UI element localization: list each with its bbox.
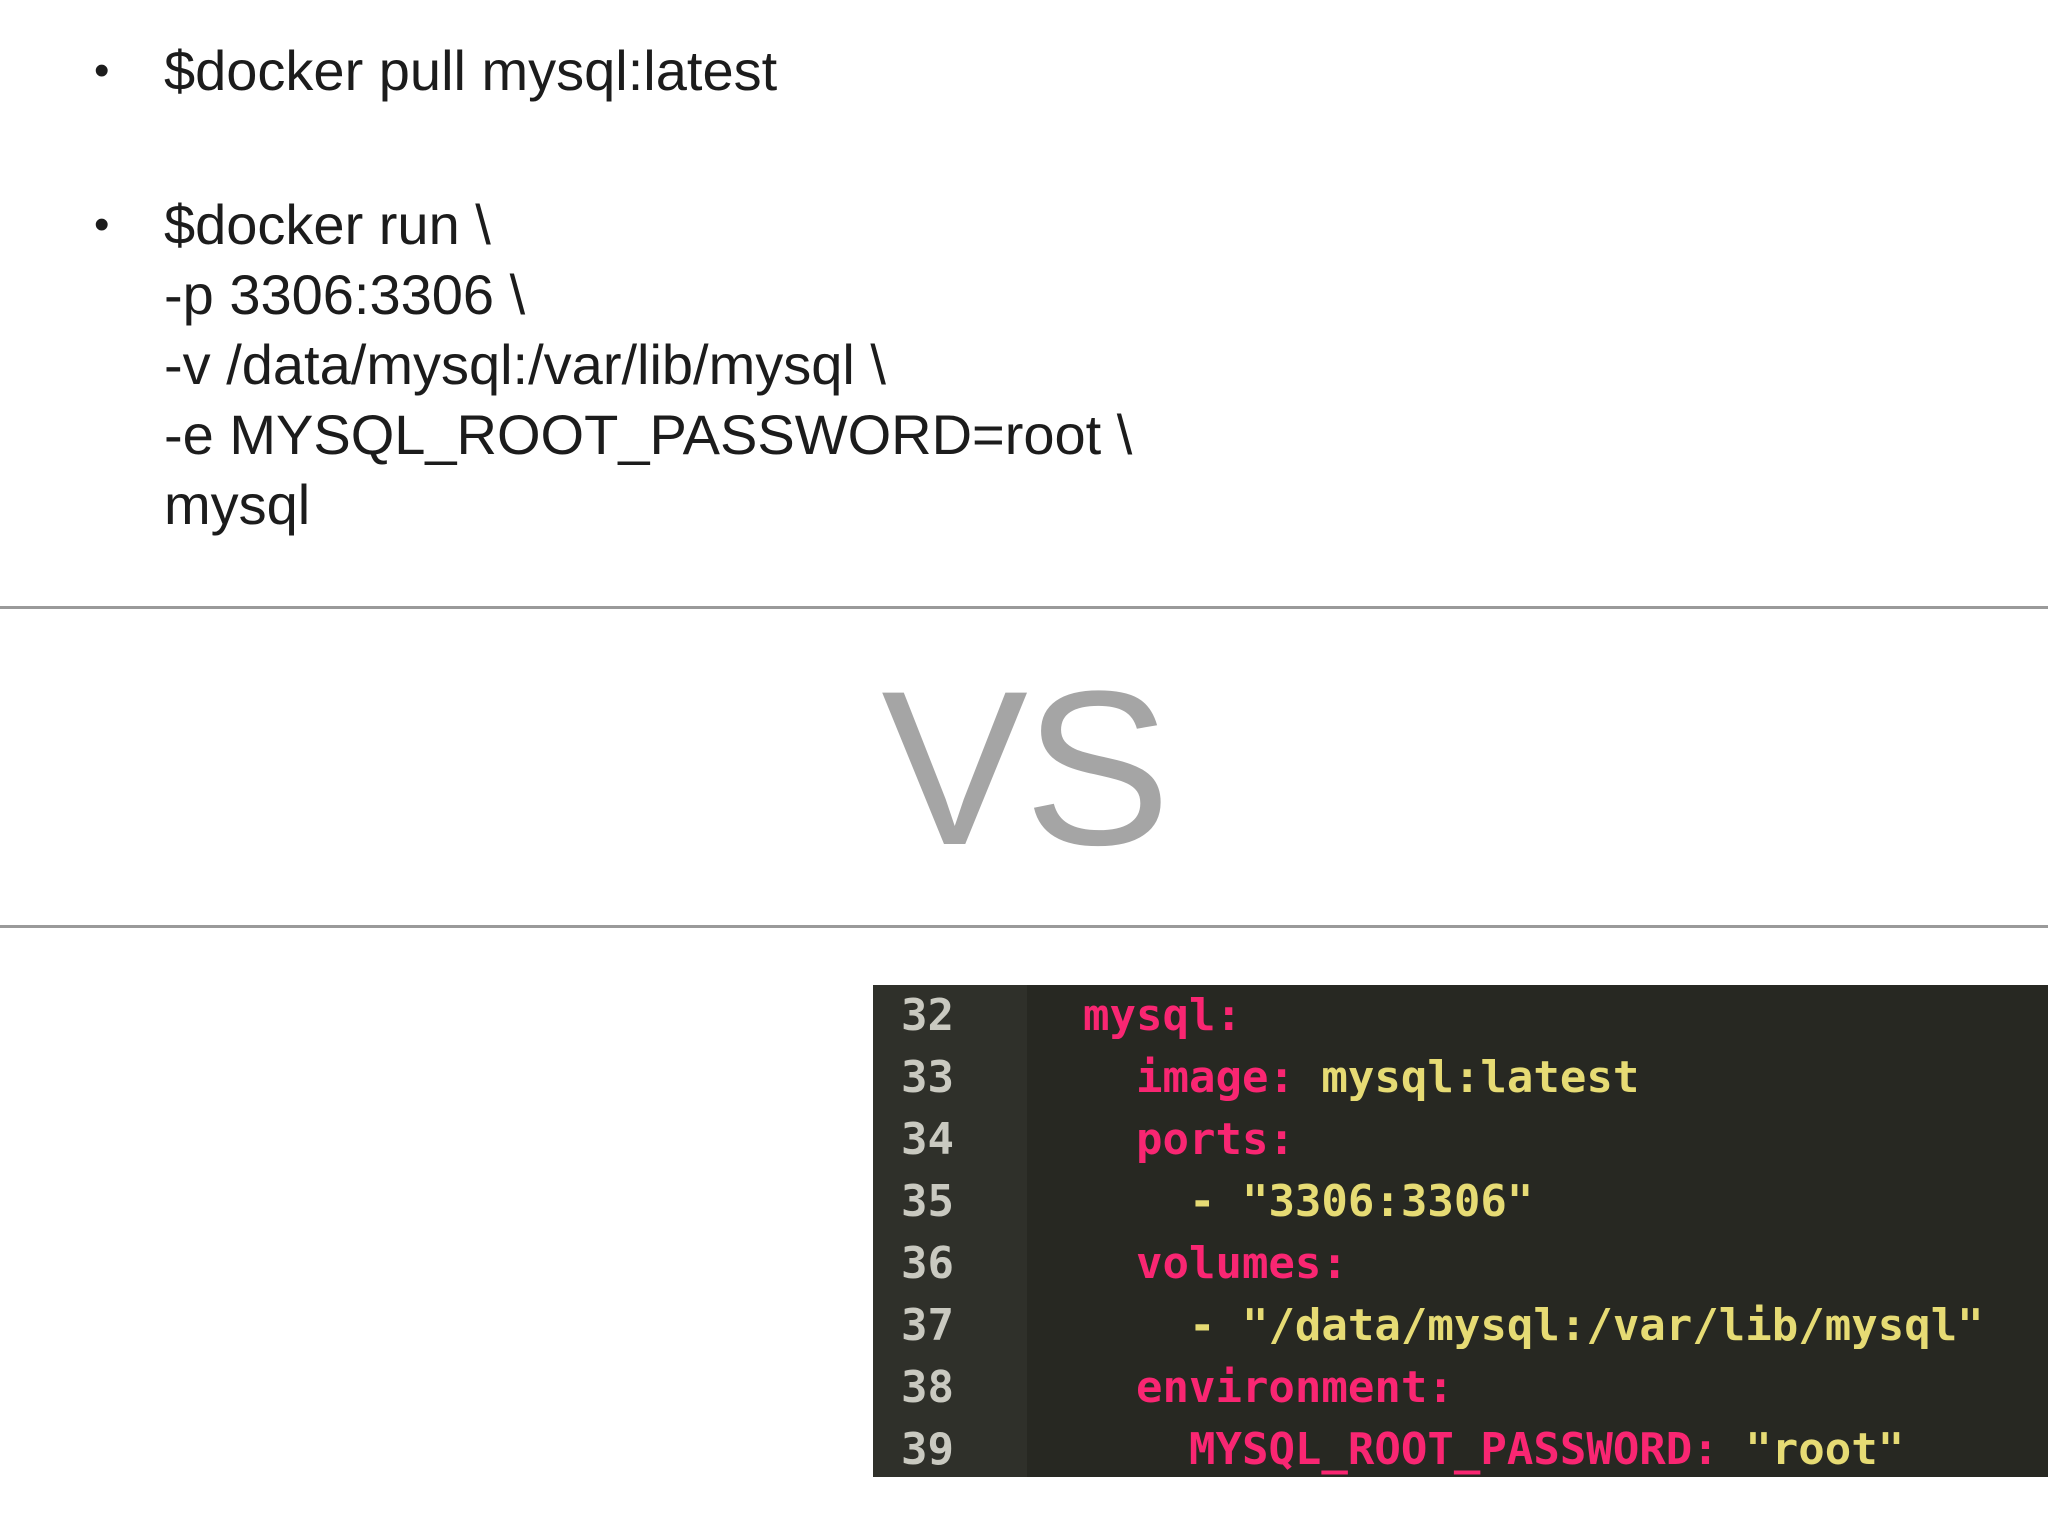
code-line: 35 - "3306:3306": [873, 1171, 2048, 1233]
code-indent: [1083, 1176, 1189, 1227]
code-line: 37 - "/data/mysql:/var/lib/mysql": [873, 1295, 2048, 1357]
yaml-key: mysql:: [1083, 990, 1242, 1041]
line-number: 37: [901, 1300, 954, 1351]
line-number: 33: [901, 1052, 954, 1103]
code-line: 32 mysql:: [873, 985, 2048, 1047]
divider-bottom: [0, 925, 2048, 928]
code-indent: [1083, 1362, 1136, 1413]
line-number: 36: [901, 1238, 954, 1289]
bullet-icon: •: [94, 200, 110, 249]
code-indent: [1083, 1114, 1136, 1165]
command-list: • $docker pull mysql:latest • $docker ru…: [92, 36, 1132, 540]
yaml-value: - "3306:3306": [1188, 1176, 1534, 1227]
code-text: volumes:: [1083, 1233, 1348, 1295]
code-line: 39 MYSQL_ROOT_PASSWORD: "root": [873, 1419, 2048, 1477]
code-text: - "/data/mysql:/var/lib/mysql": [1083, 1295, 1984, 1357]
line-number: 35: [901, 1176, 954, 1227]
list-item-run: • $docker run \ -p 3306:3306 \ -v /data/…: [92, 190, 1132, 540]
vs-label: VS: [881, 645, 1170, 891]
code-text: environment:: [1083, 1357, 1454, 1419]
bullet-icon: •: [94, 46, 110, 95]
yaml-value: - "/data/mysql:/var/lib/mysql": [1188, 1300, 1984, 1351]
code-line: 33 image: mysql:latest: [873, 1047, 2048, 1109]
yaml-value: mysql:latest: [1294, 1052, 1640, 1103]
yaml-value: "root": [1718, 1424, 1905, 1475]
code-line: 34 ports:: [873, 1109, 2048, 1171]
yaml-key: ports:: [1135, 1114, 1295, 1165]
command-line: mysql: [164, 473, 311, 536]
code-text: ports:: [1083, 1109, 1295, 1171]
yaml-key: MYSQL_ROOT_PASSWORD:: [1188, 1424, 1719, 1475]
line-number: 34: [901, 1114, 954, 1165]
command-line: -p 3306:3306 \: [164, 263, 526, 326]
command-line: $docker run \: [164, 193, 491, 256]
code-indent: [1083, 1424, 1189, 1475]
code-indent: [1083, 1300, 1189, 1351]
command-line: $docker pull mysql:latest: [164, 39, 778, 102]
line-number: 39: [901, 1424, 954, 1475]
line-number-gutter: [873, 985, 1027, 1477]
command-line: -v /data/mysql:/var/lib/mysql \: [164, 333, 886, 396]
code-line: 38 environment:: [873, 1357, 2048, 1419]
code-text: image: mysql:latest: [1083, 1047, 1639, 1109]
code-indent: [1083, 1238, 1136, 1289]
yaml-key: image:: [1135, 1052, 1295, 1103]
yaml-key: volumes:: [1135, 1238, 1348, 1289]
divider-top: [0, 606, 2048, 609]
list-item-pull: • $docker pull mysql:latest: [92, 36, 1132, 106]
command-line: -e MYSQL_ROOT_PASSWORD=root \: [164, 403, 1133, 466]
yaml-key: environment:: [1135, 1362, 1454, 1413]
line-number: 38: [901, 1362, 954, 1413]
code-text: - "3306:3306": [1083, 1171, 1533, 1233]
code-indent: [1083, 1052, 1136, 1103]
code-text: mysql:: [1083, 985, 1242, 1047]
line-number: 32: [901, 990, 954, 1041]
code-line: 36 volumes:: [873, 1233, 2048, 1295]
code-text: MYSQL_ROOT_PASSWORD: "root": [1083, 1419, 1904, 1477]
